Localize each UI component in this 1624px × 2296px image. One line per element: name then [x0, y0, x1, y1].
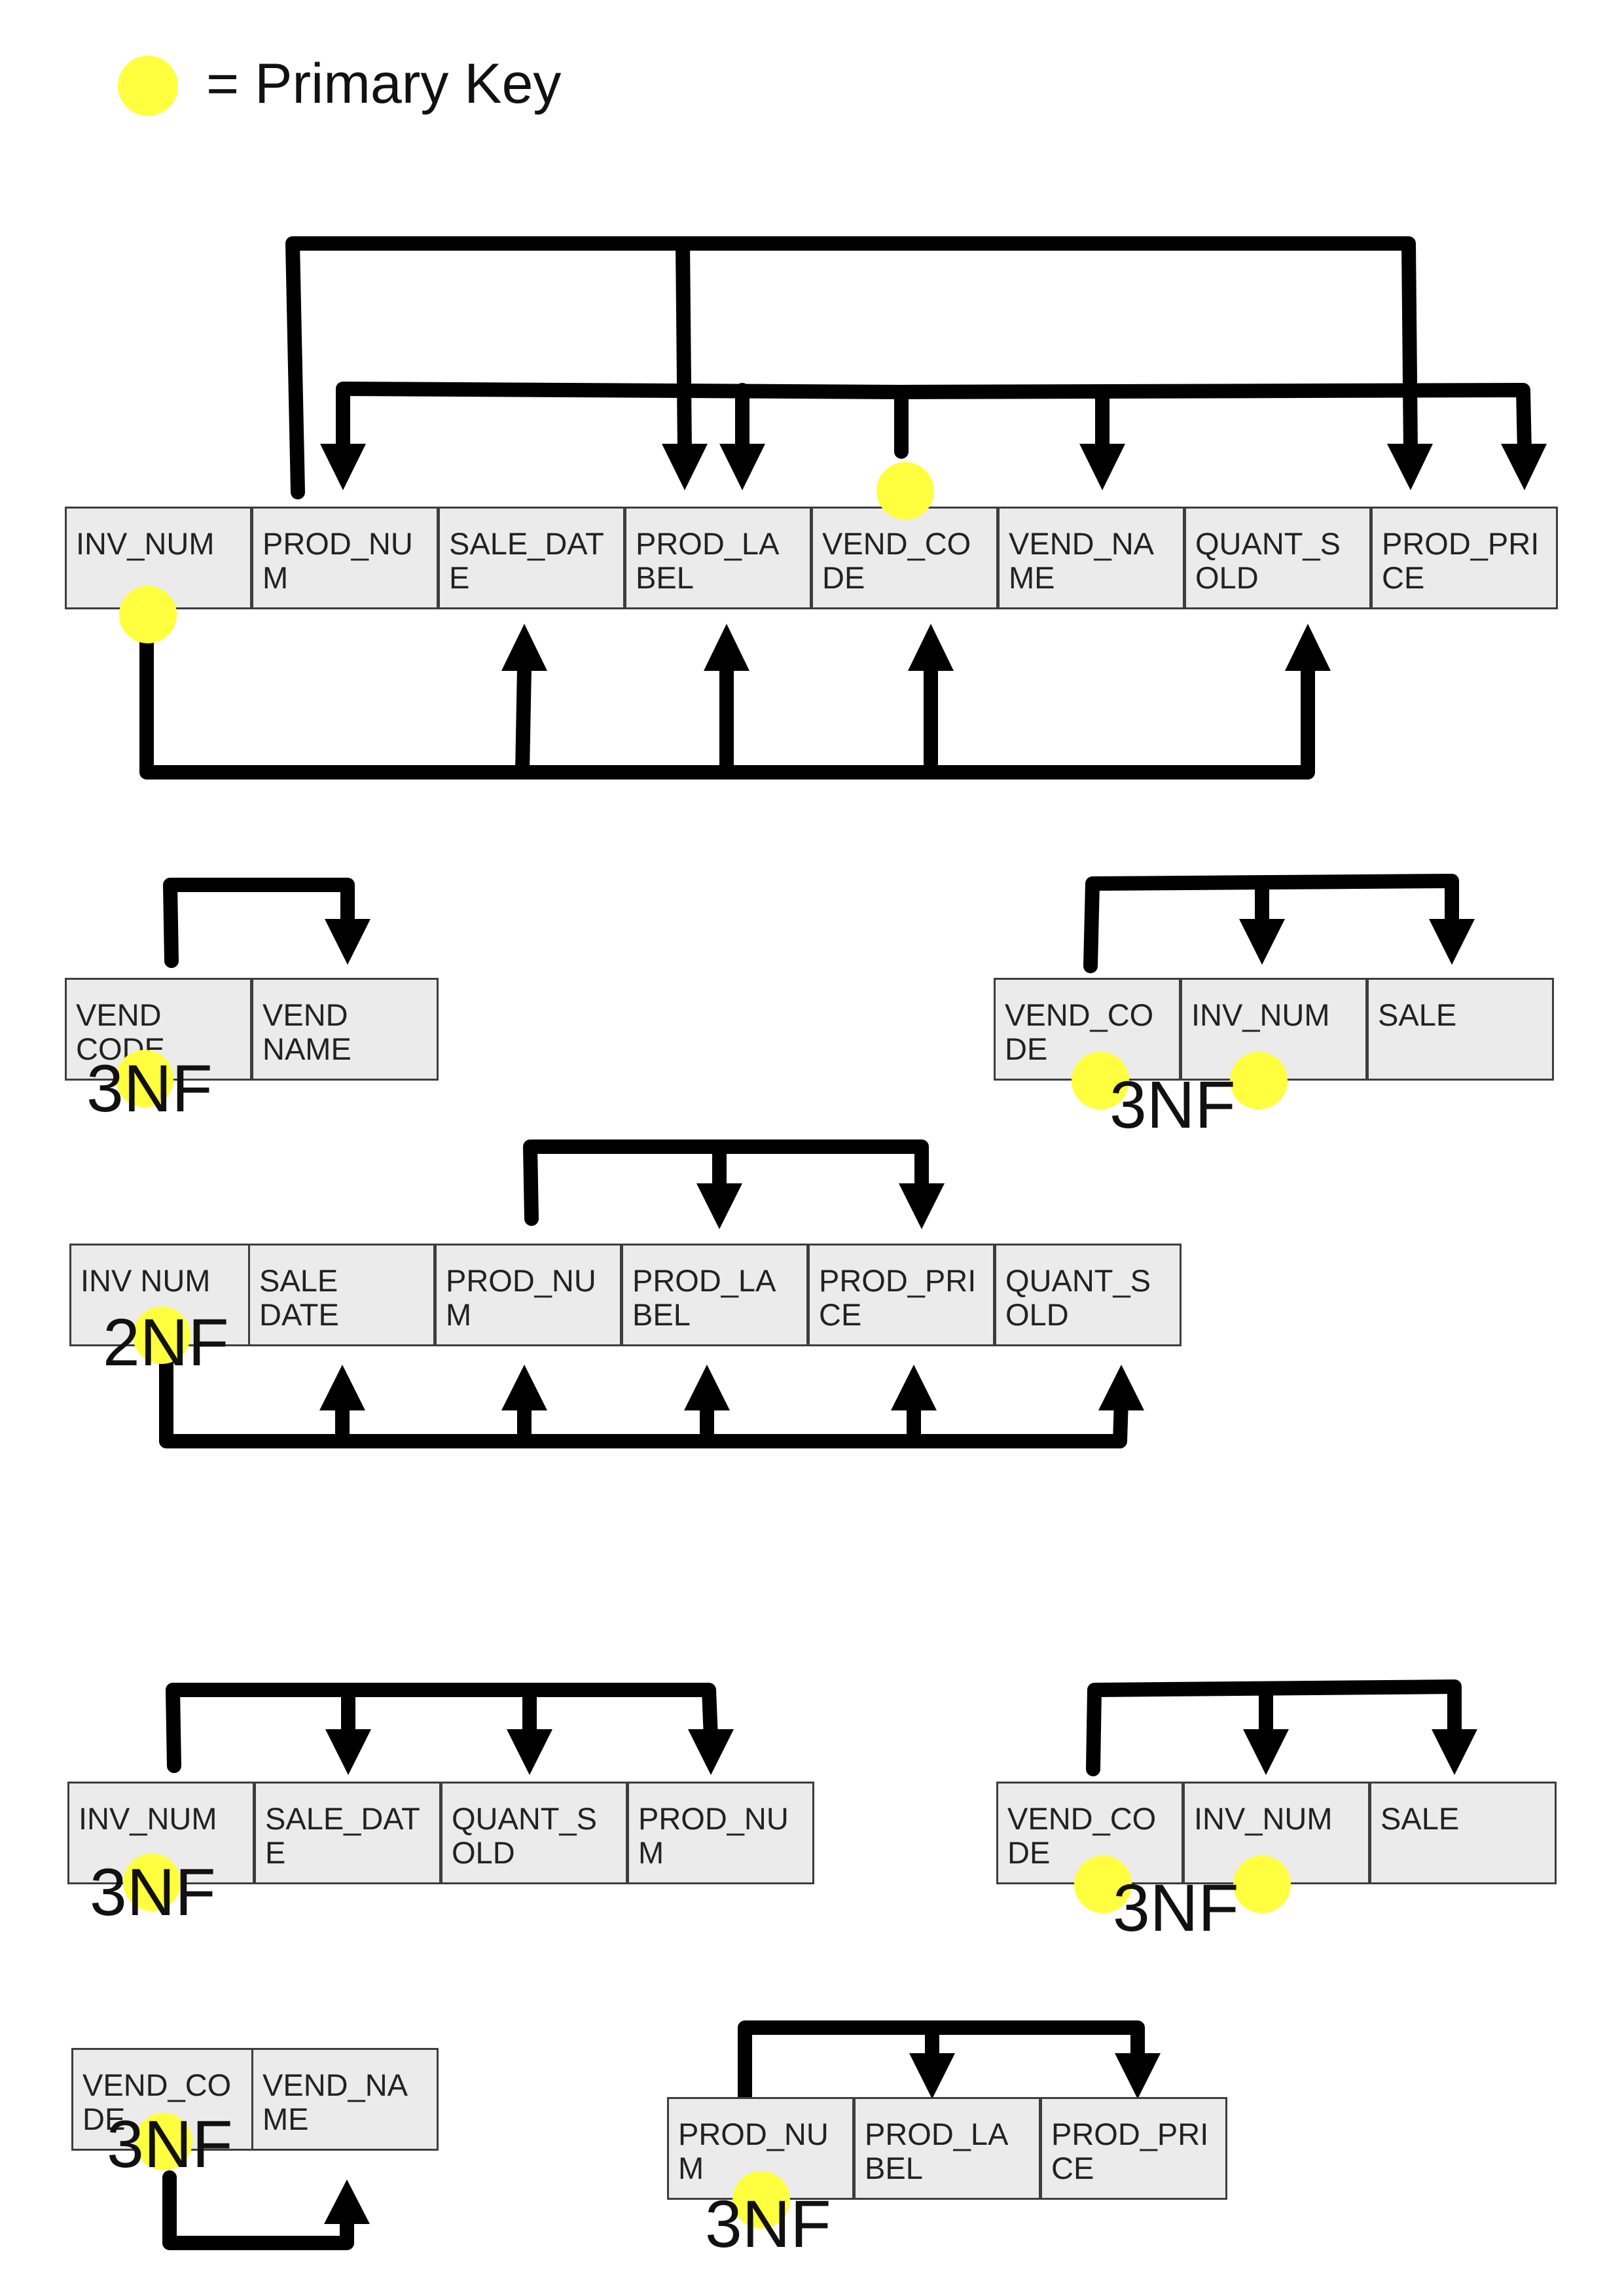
arrowhead-vendor2	[324, 2179, 370, 2224]
arrowhead-product-label	[909, 2053, 955, 2099]
table-cell: PROD_PRI CE	[1040, 2097, 1227, 2200]
arrowhead-vendcode-name	[1079, 444, 1125, 490]
table-cell: PROD_PRI CE	[1371, 507, 1558, 609]
dep-line-3nf-invnum	[166, 1683, 718, 1773]
arrowhead-vendor1	[325, 919, 370, 965]
primary-key-legend-label: = Primary Key	[206, 52, 562, 115]
arrowhead-invnum-vend	[908, 624, 954, 671]
normal-form-label: 3NF	[1110, 1067, 1236, 1142]
normal-form-label: 3NF	[1113, 1871, 1239, 1945]
arrowhead-2nf-label-b	[684, 1365, 730, 1410]
table-cell: PROD_LA BEL	[621, 1244, 808, 1346]
arrowhead-2nf-label	[696, 1183, 742, 1229]
arrowhead-2nf-price-b	[891, 1365, 937, 1410]
dep-line-vendor2	[162, 2170, 354, 2250]
table-cell: PROD_PRI CE	[808, 1244, 995, 1346]
arrowhead-vendinv2-mid	[1243, 1729, 1289, 1775]
table-cell: VEND_CO DE	[996, 1782, 1183, 1884]
dep-line-prodnum-top	[285, 236, 1418, 499]
arrowhead-vendcode-label	[719, 444, 765, 490]
table-cell: VEND_NA ME	[251, 2048, 439, 2151]
primary-key-dot	[133, 1306, 190, 1364]
arrowhead-vendcode-price	[1501, 444, 1547, 490]
dep-line-vendcode	[336, 382, 909, 459]
arrowhead-2nf-sale	[319, 1365, 365, 1410]
table-cell: SALE	[1369, 1782, 1557, 1884]
table-cell: PROD_NU M	[435, 1244, 622, 1346]
arrowhead-prodnum-price	[1387, 444, 1433, 490]
table-cell: QUANT_S OLD	[1184, 507, 1371, 609]
primary-key-dot	[1233, 1856, 1291, 1913]
table-cell: VEND_NA ME	[998, 507, 1185, 609]
primary-key-dot	[732, 2171, 790, 2229]
table-cell: SALE_DAT E	[438, 507, 625, 609]
normal-form-label: 3NF	[705, 2187, 831, 2261]
arrowhead-prodnum-label	[662, 444, 708, 490]
table-cell: SALE_DAT E	[254, 1782, 441, 1884]
arrowhead-vendinv1-mid	[1239, 919, 1285, 965]
primary-key-dot	[116, 1050, 173, 1107]
dep-line-vendor1	[163, 878, 355, 968]
arrowhead-2nf-prodnum	[501, 1365, 547, 1410]
arrowhead-product-price	[1115, 2053, 1161, 2099]
normal-form-label: 2NF	[103, 1305, 229, 1380]
arrowhead-invnum-sale	[501, 624, 547, 671]
arrowhead-invnum-quant	[1285, 624, 1331, 671]
arrowhead-vendcode-sale	[320, 444, 366, 490]
table-cell: PROD_NU M	[627, 1782, 814, 1884]
arrowhead-vendinv1-right	[1429, 919, 1475, 965]
dep-line-product	[738, 2020, 1145, 2104]
primary-key-dot	[119, 586, 177, 643]
primary-key-dot	[876, 462, 934, 520]
primary-key-dot	[1230, 1052, 1288, 1109]
arrowhead-3nf-prodnum	[688, 1729, 734, 1775]
primary-key-dot	[1072, 1052, 1129, 1109]
dep-line-prodnum-label	[676, 236, 692, 459]
normal-form-label: 3NF	[107, 2107, 233, 2181]
table-cell: SALE	[1367, 978, 1554, 1081]
dep-line-vendinv2	[1086, 1679, 1462, 1776]
primary-key-dot	[135, 2113, 192, 2170]
dep-line-vendcode-right	[894, 383, 1532, 459]
normal-form-label: 3NF	[86, 1051, 213, 1126]
primary-key-legend-dot	[118, 56, 178, 116]
dep-line-2nf-invnum	[159, 1348, 1128, 1448]
dep-line-vendinv1	[1083, 874, 1459, 973]
arrowhead-2nf-price	[899, 1183, 945, 1229]
arrowhead-3nf-quant	[507, 1729, 552, 1775]
table-cell: SALE DATE	[248, 1244, 435, 1346]
arrowhead-invnum-label	[704, 624, 749, 671]
primary-key-dot	[1074, 1856, 1132, 1913]
table-cell: PROD_NU M	[251, 507, 439, 609]
table-cell: PROD_LA BEL	[624, 507, 812, 609]
arrowhead-vendinv2-right	[1432, 1729, 1477, 1775]
table-cell: QUANT_S OLD	[441, 1782, 628, 1884]
arrowhead-3nf-sale	[325, 1729, 371, 1775]
table-cell: VEND_CO DE	[811, 507, 998, 609]
arrowhead-2nf-quant	[1098, 1365, 1144, 1410]
primary-key-dot	[123, 1854, 181, 1911]
table-cell: VEND NAME	[251, 978, 439, 1081]
table-cell: QUANT_S OLD	[994, 1244, 1182, 1346]
normal-form-label: 3NF	[90, 1855, 216, 1929]
table-cell: PROD_LA BEL	[854, 2097, 1041, 2200]
dep-line-invnum-sale	[515, 660, 532, 780]
